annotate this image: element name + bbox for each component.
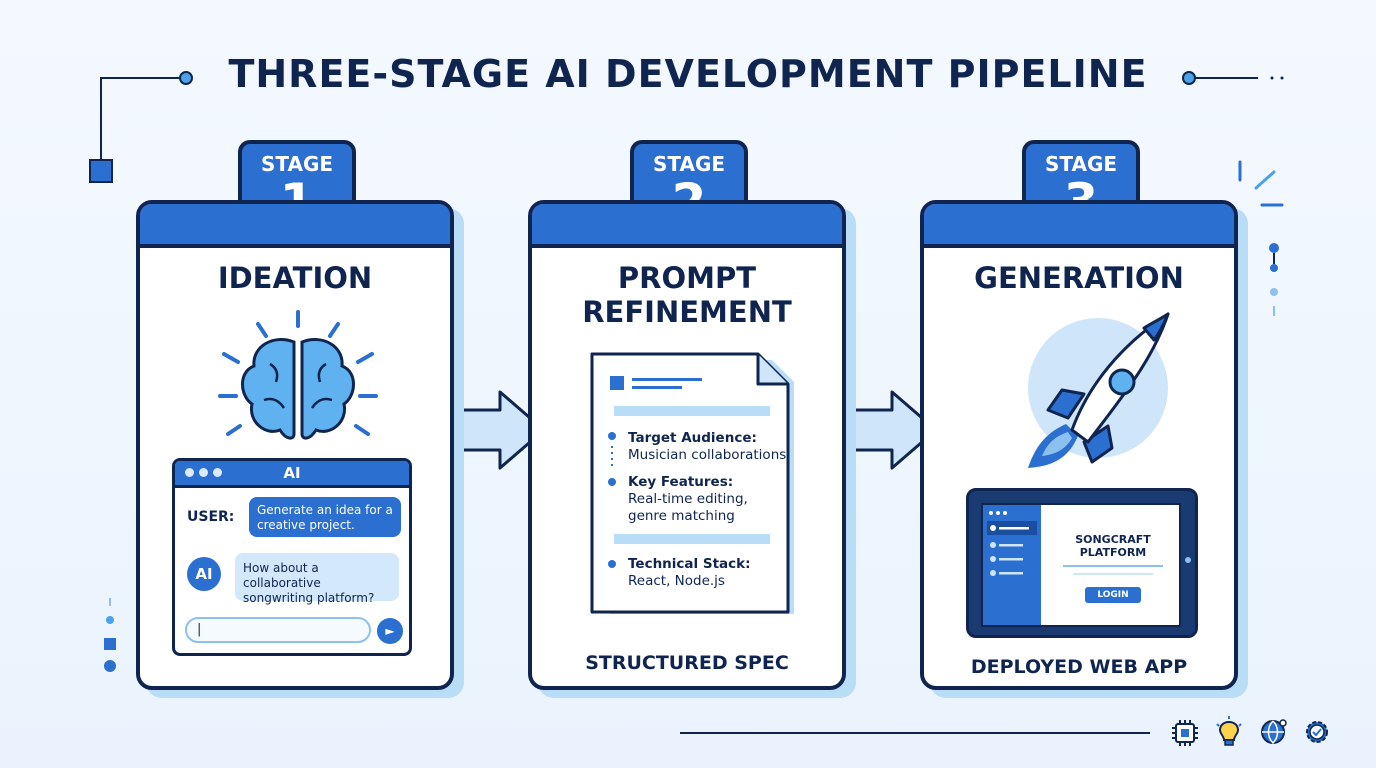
sidebar-menu-items <box>987 511 1037 576</box>
app-title: SONGCRAFT PLATFORM <box>1075 533 1151 559</box>
device-button <box>1185 557 1191 563</box>
rocket-icon <box>1028 312 1170 468</box>
stage-title-line1: PROMPT <box>617 261 757 295</box>
gear-check-icon <box>1306 721 1328 743</box>
chip-icon <box>1172 720 1198 746</box>
divider <box>1063 565 1163 567</box>
stage-label: STAGE <box>652 152 726 176</box>
send-arrow-icon[interactable]: ► <box>377 618 403 644</box>
page-title: THREE-STAGE AI DEVELOPMENT PIPELINE <box>228 52 1148 96</box>
tablet-device: SONGCRAFT PLATFORM LOGIN <box>966 488 1198 638</box>
spec-text: genre matching <box>628 508 735 524</box>
card-header <box>532 204 842 248</box>
spec-heading: Target Audience: <box>628 430 757 446</box>
user-message-bubble: Generate an idea for a creative project. <box>249 497 401 537</box>
stage-label: STAGE <box>1044 152 1118 176</box>
chat-title-bar: AI <box>175 461 409 488</box>
lightbulb-icon <box>1216 716 1242 746</box>
login-button[interactable]: LOGIN <box>1085 587 1141 603</box>
brain-icon <box>218 310 378 440</box>
spec-text: Real-time editing, <box>628 491 748 507</box>
chat-window-title: AI <box>283 464 301 482</box>
stage-title-line2: REFINEMENT <box>582 295 792 329</box>
ai-message-bubble: How about a collaborative songwriting pl… <box>235 553 399 605</box>
chat-window: AI USER: Generate an idea for a creative… <box>172 458 412 656</box>
card-header <box>924 204 1234 248</box>
ai-avatar: AI <box>187 557 221 591</box>
chat-input[interactable]: | <box>185 617 371 643</box>
window-dot <box>213 468 222 477</box>
document-icon <box>590 352 794 614</box>
spec-text: Musician collaborations <box>628 447 787 463</box>
stage-caption: DEPLOYED WEB APP <box>970 656 1188 678</box>
user-label: USER: <box>187 509 235 525</box>
spec-text: React, Node.js <box>628 573 725 589</box>
stage-caption: STRUCTURED SPEC <box>585 652 789 674</box>
stage-title: GENERATION <box>974 261 1184 295</box>
window-dot <box>185 468 194 477</box>
spec-heading: Key Features: <box>628 474 734 490</box>
app-sidebar <box>983 505 1041 625</box>
divider <box>1073 573 1153 575</box>
stage-2-card: PROMPT REFINEMENT Target Audience: Music… <box>528 200 846 690</box>
stage-label: STAGE <box>260 152 334 176</box>
stage-title: IDEATION <box>217 261 373 295</box>
web-app-screen: SONGCRAFT PLATFORM LOGIN <box>981 503 1181 627</box>
window-dot <box>199 468 208 477</box>
network-globe-icon <box>1261 719 1287 745</box>
spec-heading: Technical Stack: <box>628 556 751 572</box>
card-header <box>140 204 450 248</box>
